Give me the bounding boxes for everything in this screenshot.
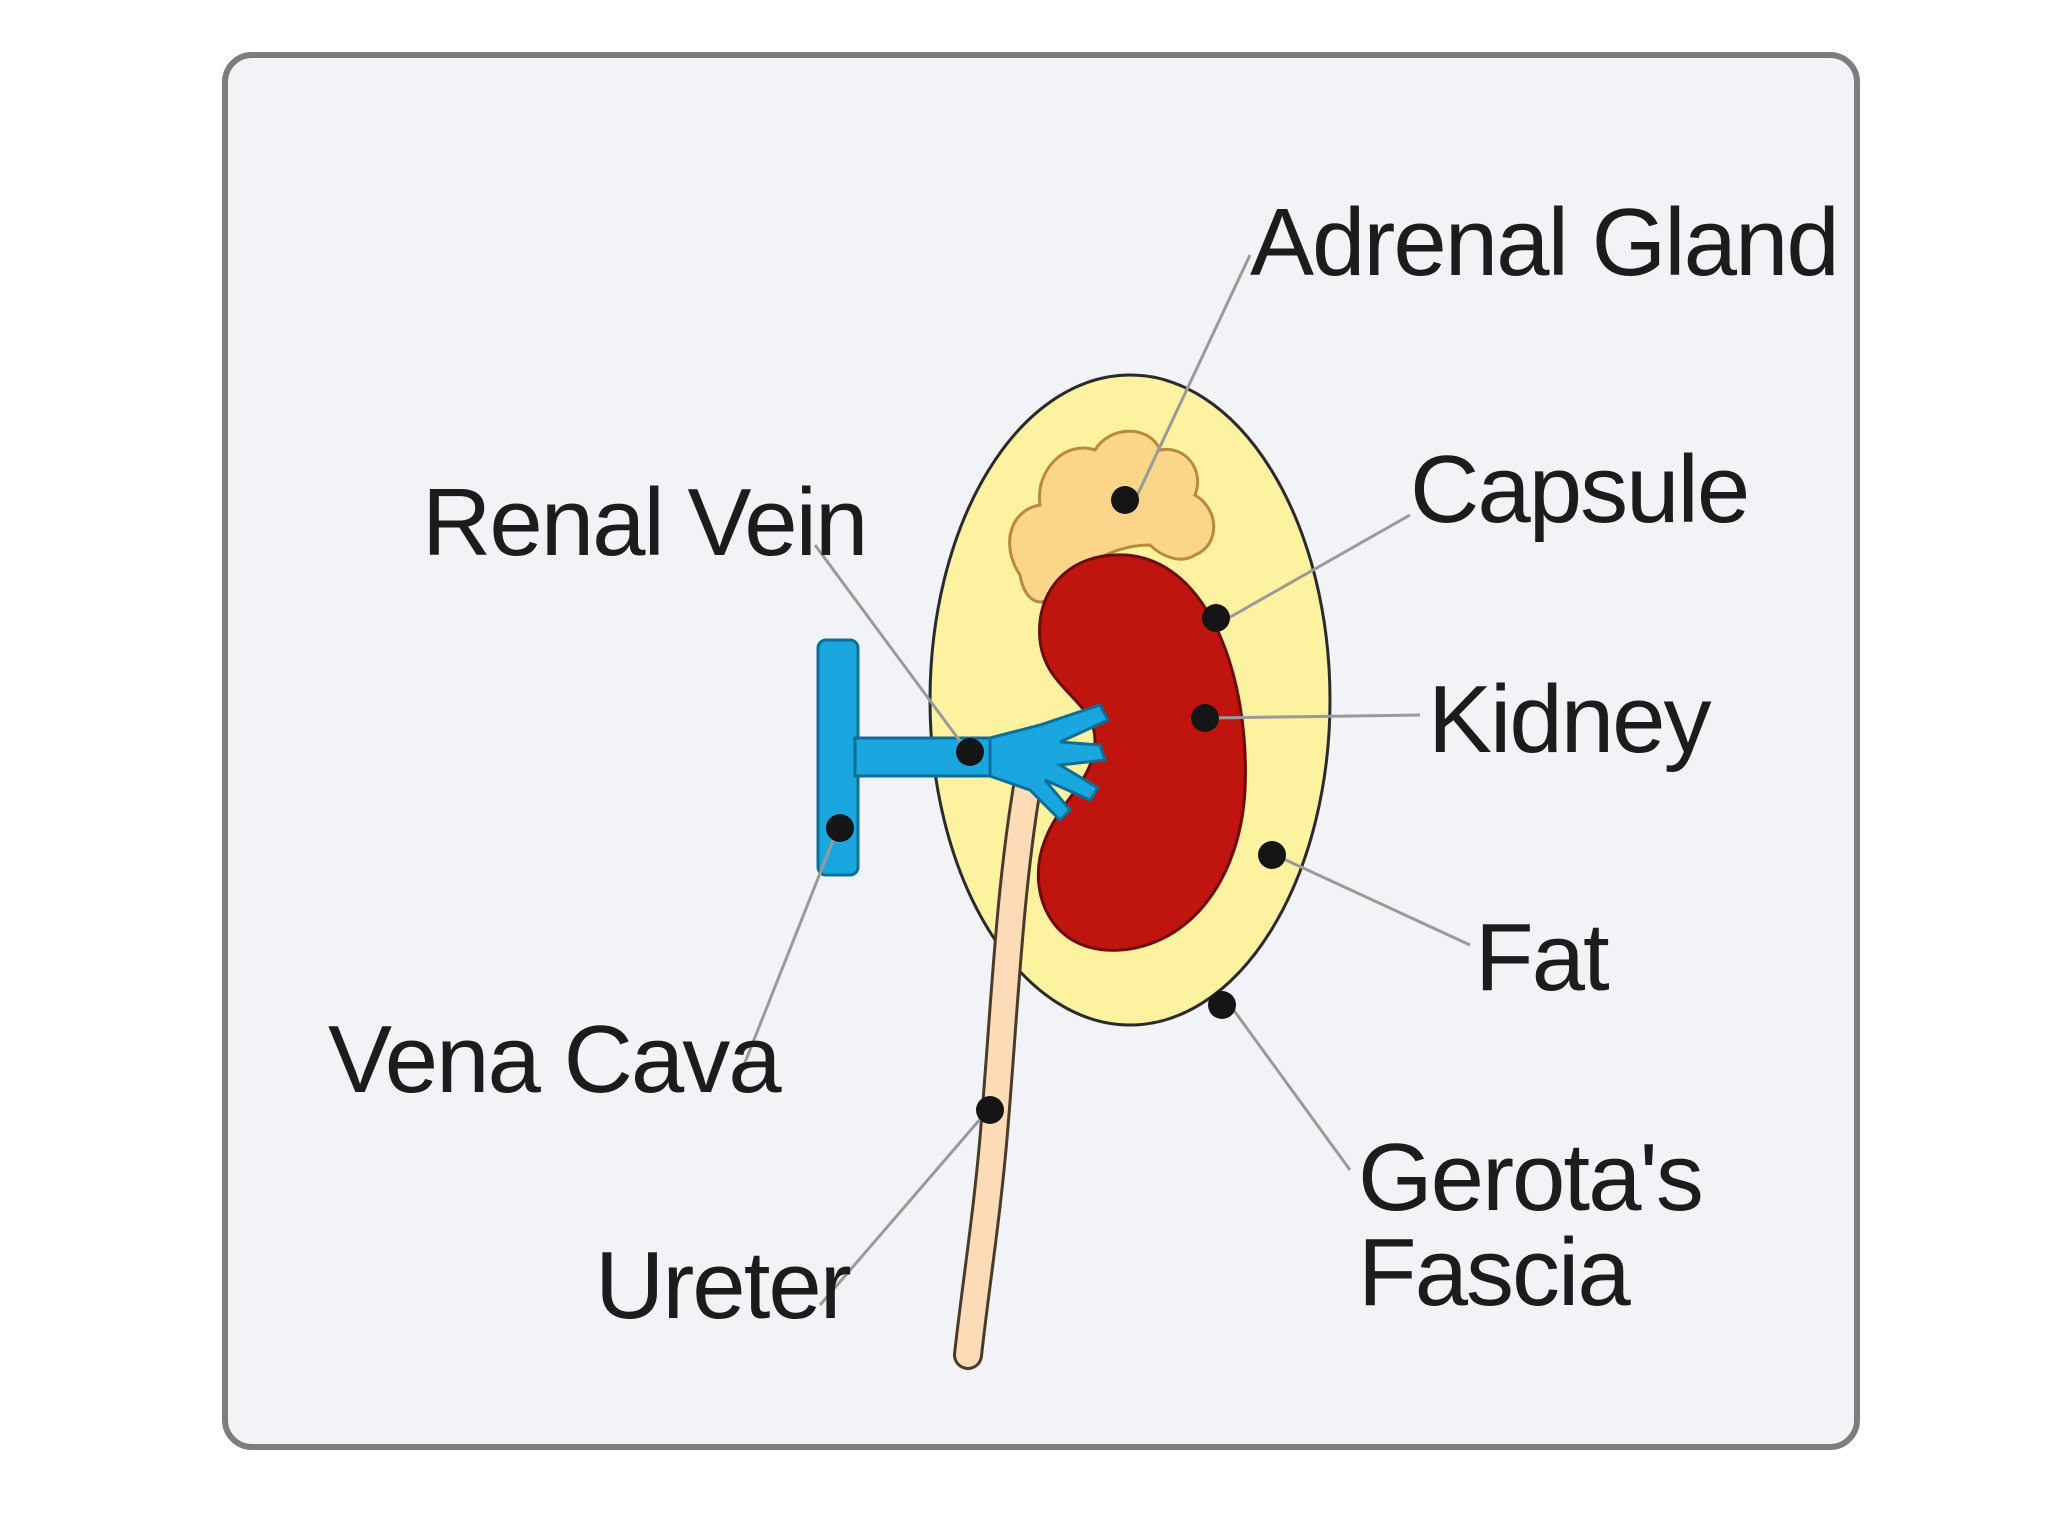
label-gerotas-fascia-line2: Fascia — [1358, 1219, 1631, 1326]
leader-lines — [738, 254, 1471, 1306]
renal-vein-branches — [988, 703, 1111, 823]
label-vena-cava: Vena Cava — [328, 1006, 782, 1113]
ureter-marker — [976, 1096, 1004, 1124]
label-kidney: Kidney — [1428, 666, 1712, 773]
kidney — [1036, 553, 1247, 952]
label-ureter: Ureter — [595, 1232, 851, 1339]
label-adrenal-gland: Adrenal Gland — [1250, 189, 1838, 296]
renal-vein-marker — [956, 738, 984, 766]
vena-cava-marker — [826, 814, 854, 842]
label-gerotas-fascia-line1: Gerota's — [1358, 1124, 1702, 1231]
kidney-marker — [1191, 704, 1219, 732]
label-fat: Fat — [1475, 904, 1609, 1011]
marker-dots — [826, 486, 1286, 1124]
capsule-marker — [1202, 604, 1230, 632]
label-renal-vein: Renal Vein — [422, 469, 866, 576]
gerotas-fascia-marker — [1208, 991, 1236, 1019]
adrenal-gland-marker — [1111, 486, 1139, 514]
label-capsule: Capsule — [1410, 436, 1748, 543]
fat-marker — [1258, 841, 1286, 869]
